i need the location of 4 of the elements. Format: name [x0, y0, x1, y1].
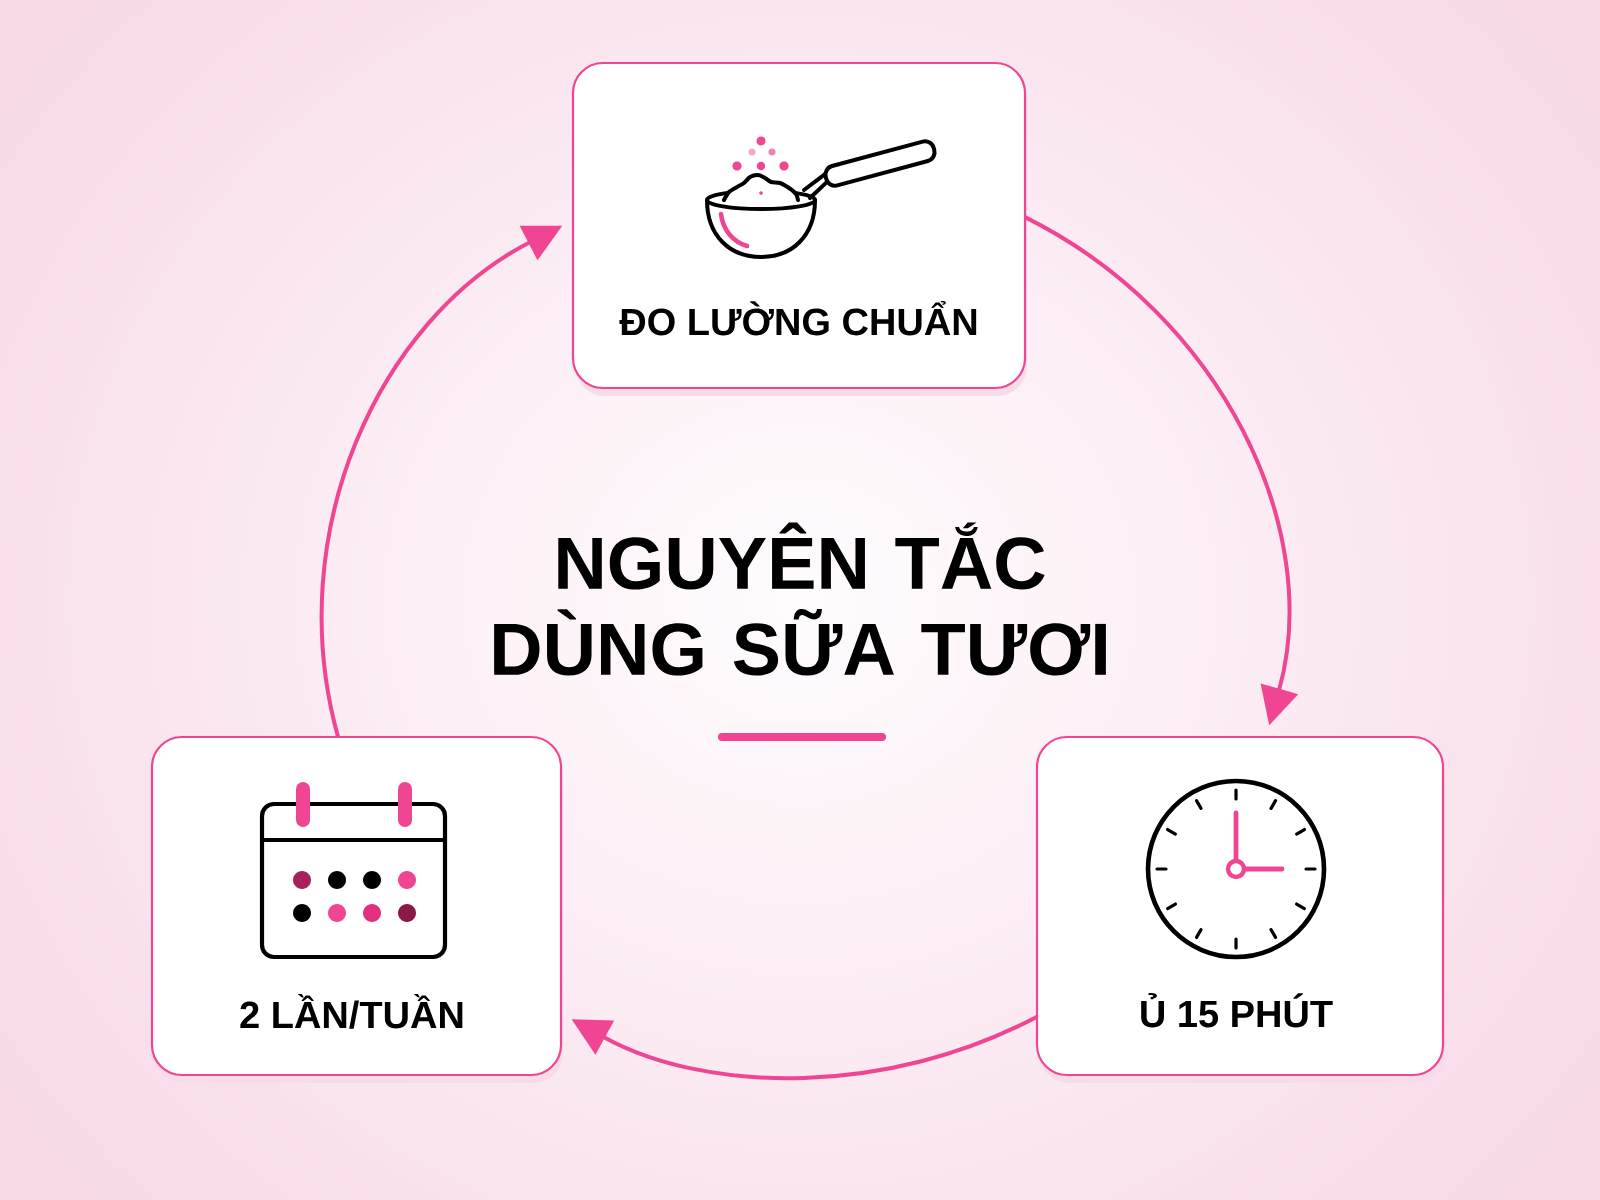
title: NGUYÊN TẮC DÙNG SỮA TƯƠI	[494, 522, 1106, 676]
step-box: ĐO LƯỜNG CHUẨN	[571, 61, 1027, 396]
step-box: Ủ 15 PHÚT	[1035, 735, 1445, 1083]
step-box: 2 LẦN/TUẦN	[150, 735, 563, 1083]
